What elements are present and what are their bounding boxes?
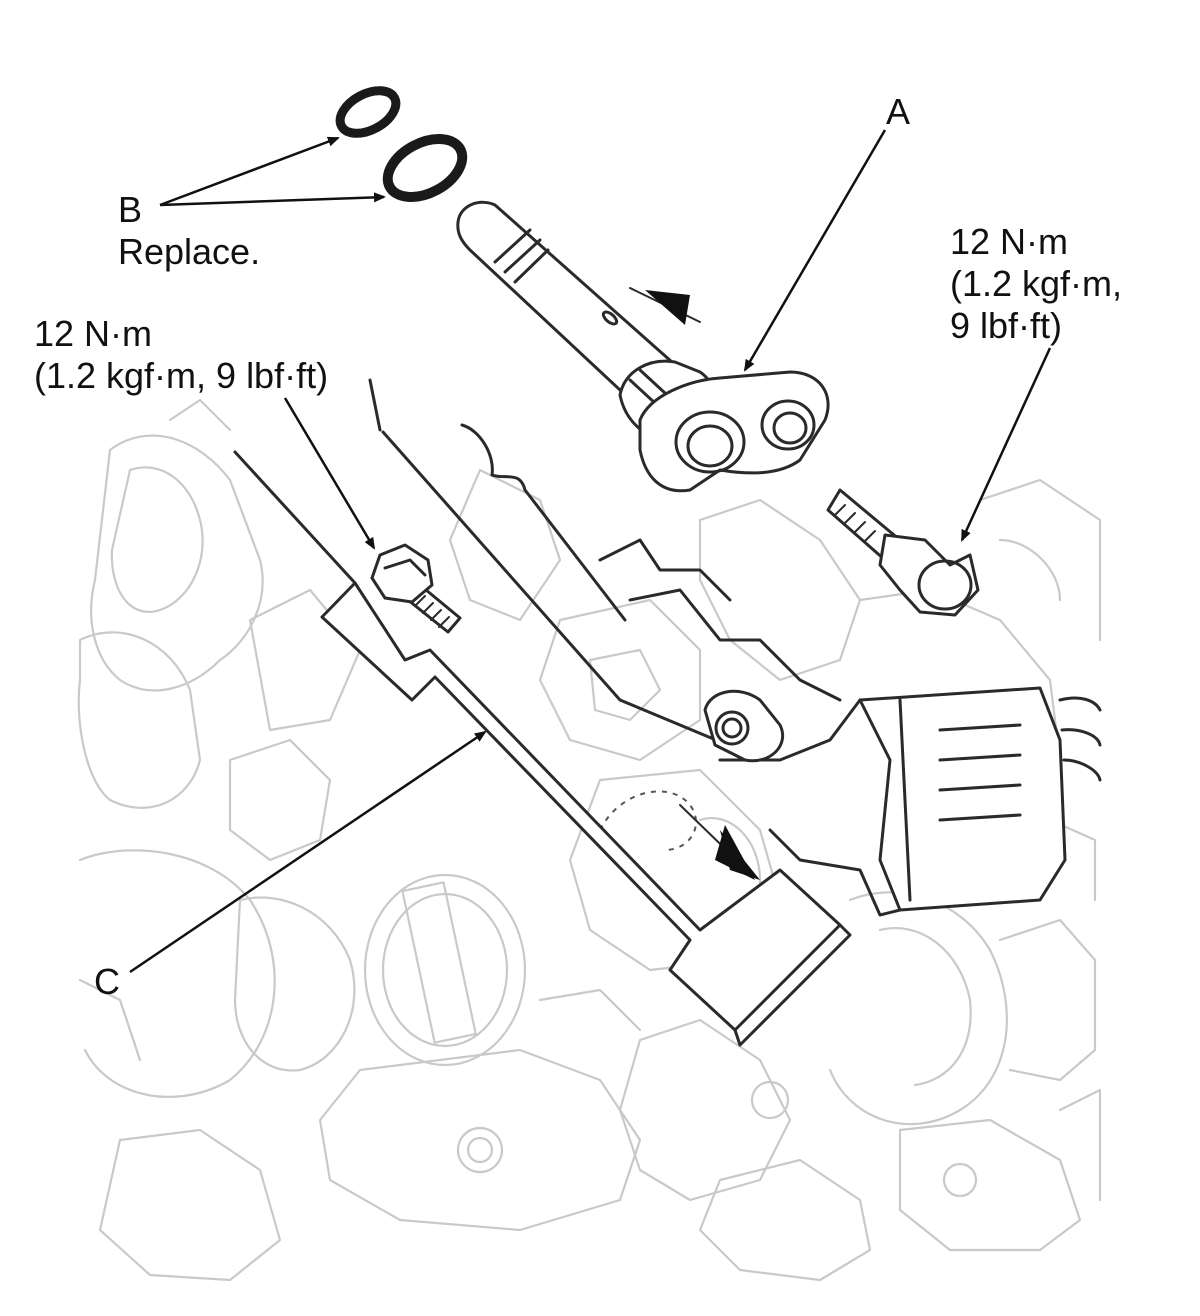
o-rings-b: [335, 86, 468, 202]
leader-b-lower: [159, 192, 386, 207]
label-c: C: [94, 961, 120, 1002]
pivot-bolt: [703, 689, 784, 763]
label-a: A: [886, 91, 911, 132]
bracket-c: [320, 581, 852, 1047]
bracket-bolt: [370, 543, 462, 634]
leader-b-upper: [159, 136, 340, 207]
part-a-sensor: [456, 200, 830, 493]
engine-background: [77, 398, 1102, 1282]
torque-right-line3: 9 lbf·ft): [950, 305, 1063, 346]
direction-arrows: [629, 287, 760, 880]
label-b: B: [118, 189, 143, 230]
mounting-bolt: [826, 488, 980, 617]
torque-right-line1: 12 N·m: [950, 221, 1069, 262]
leader-torque-right: [960, 347, 1052, 542]
torque-left-line1: 12 N·m: [34, 313, 153, 354]
leader-a: [743, 129, 887, 372]
leader-torque-left: [283, 397, 376, 550]
torque-right-line2: (1.2 kgf·m,: [950, 263, 1123, 304]
rail-lines: [233, 378, 742, 752]
label-b-note: Replace.: [118, 231, 261, 272]
leader-lines: [129, 129, 1052, 974]
connector-assembly: [598, 538, 1102, 917]
torque-left-line2: (1.2 kgf·m, 9 lbf·ft): [34, 355, 329, 396]
leader-c: [129, 730, 487, 974]
rotation-dash-path: [599, 790, 697, 851]
